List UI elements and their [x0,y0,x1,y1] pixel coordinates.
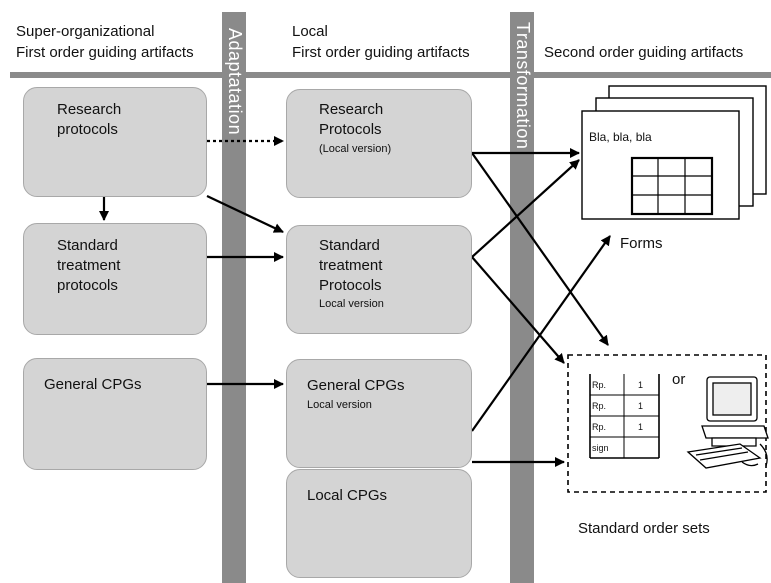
standard-treatment-line2: treatment [57,257,121,274]
research-protocols-line2: protocols [57,121,118,138]
forms-stack [581,85,767,220]
rx-row1-value: 1 [638,380,644,390]
computer-icon [686,376,769,469]
header-col1-line2: First order guiding artifacts [16,44,194,61]
adaptation-bar [222,12,246,583]
general-cpgs-label: General CPGs [44,376,142,393]
arrow-general-to-forms [471,235,611,432]
rx-row3-label: Rp. [592,422,607,432]
local-research-box: Research Protocols (Local version) [286,89,472,198]
arrow-research-to-ordersets [471,152,609,346]
research-protocols-line1: Research [57,101,122,118]
rx-row4-label: sign [592,443,609,453]
local-cpgs-box: Local CPGs [286,469,472,578]
arrow-research-to-local-standard [206,195,284,233]
transformation-bar [510,12,534,583]
forms-text: Bla, bla, bla [589,130,652,144]
local-general-label: General CPGs [307,377,405,394]
ordersets-frame [567,354,767,493]
local-standard-line2: treatment [319,257,383,274]
local-general-box: General CPGs Local version [286,359,472,468]
forms-caption: Forms [620,235,663,252]
local-research-line2: Protocols [319,121,382,138]
standard-treatment-line3: protocols [57,277,118,294]
local-research-line1: Research [319,101,384,118]
adaptation-label: Adaptatation [225,28,245,136]
standard-treatment-line1: Standard [57,237,118,254]
local-general-sub: Local version [307,399,372,411]
arrow-standard-to-forms [471,159,580,258]
rx-row2-value: 1 [638,401,644,411]
rx-row3-value: 1 [638,422,644,432]
prescription-table [589,374,660,459]
local-cpgs-label: Local CPGs [307,487,388,504]
ordersets-caption: Standard order sets [578,520,710,537]
header-col2-line1: Local [292,23,328,40]
transformation-label: Transformation [513,22,533,150]
general-cpgs-box: General CPGs [23,358,207,470]
rx-row2-label: Rp. [592,401,607,411]
research-protocols-box: Research protocols [23,87,207,197]
header-col1-line1: Super-organizational [16,23,155,40]
rx-row1-label: Rp. [592,380,607,390]
header-col3: Second order guiding artifacts [544,44,744,61]
local-standard-sub: Local version [319,298,384,310]
standard-treatment-box: Standard treatment protocols [23,223,207,335]
header-rule [10,72,771,78]
or-text: or [672,371,686,388]
local-standard-line1: Standard [319,237,380,254]
local-standard-line3: Protocols [319,277,382,294]
header-col2-line2: First order guiding artifacts [292,44,470,61]
arrow-standard-to-ordersets [471,256,565,364]
local-research-sub: (Local version) [319,143,392,155]
local-standard-box: Standard treatment Protocols Local versi… [286,225,472,334]
